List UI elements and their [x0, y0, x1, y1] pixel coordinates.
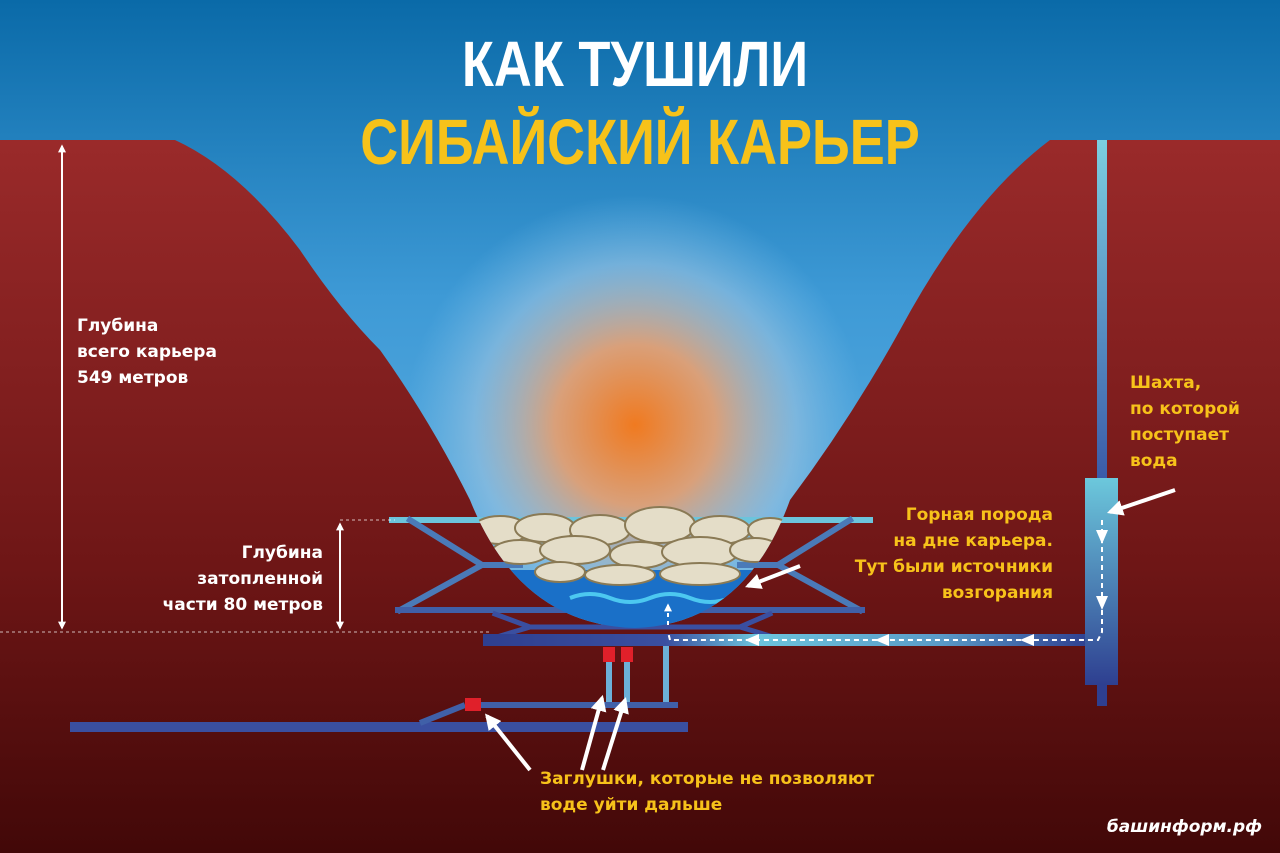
- label-line: Глубина: [77, 316, 158, 336]
- title-line1: КАК ТУШИЛИ: [462, 29, 808, 100]
- shaft-label: Шахта, по которой поступает вода: [1130, 373, 1240, 471]
- depth-markers: [0, 144, 490, 633]
- plug: [465, 698, 481, 711]
- label-line: затопленной: [197, 569, 323, 589]
- label-line: Горная порода: [906, 505, 1053, 525]
- rocks: [471, 506, 790, 586]
- ground: [0, 140, 1280, 853]
- label-line: воде уйти дальше: [540, 795, 722, 815]
- plug: [621, 647, 633, 662]
- label-line: Заглушки, которые не позволяют: [540, 769, 874, 789]
- source-watermark: башинформ.рф: [1107, 817, 1262, 837]
- label-line: части 80 метров: [163, 595, 324, 615]
- pointer-arrows: [485, 488, 1176, 772]
- label-line: на дне карьера.: [893, 531, 1053, 551]
- plugs-label: Заглушки, которые не позволяют воде уйти…: [540, 769, 874, 815]
- label-line: вода: [1130, 451, 1178, 471]
- flooded-depth-label: Глубина затопленной части 80 метров: [163, 543, 324, 615]
- rock-label: Горная порода на дне карьера. Тут были и…: [855, 505, 1053, 603]
- title-line2: СИБАЙСКИЙ КАРЬЕР: [360, 105, 919, 178]
- label-line: по которой: [1130, 399, 1240, 419]
- plug: [603, 647, 615, 662]
- label-line: всего карьера: [77, 342, 217, 362]
- total-depth-label: Глубина всего карьера 549 метров: [77, 316, 217, 388]
- title: КАК ТУШИЛИ СИБАЙСКИЙ КАРЬЕР: [360, 29, 919, 178]
- label-line: Тут были источники: [855, 557, 1053, 577]
- label-line: Шахта,: [1130, 373, 1201, 393]
- water-flow-path: [667, 520, 1103, 641]
- label-line: Глубина: [242, 543, 323, 563]
- shaft-pipe: [1097, 140, 1107, 480]
- label-line: возгорания: [942, 583, 1053, 603]
- label-line: 549 метров: [77, 368, 189, 388]
- flow-arrowheads: [745, 530, 1108, 646]
- label-line: поступает: [1130, 425, 1229, 445]
- water-waves: [569, 592, 731, 604]
